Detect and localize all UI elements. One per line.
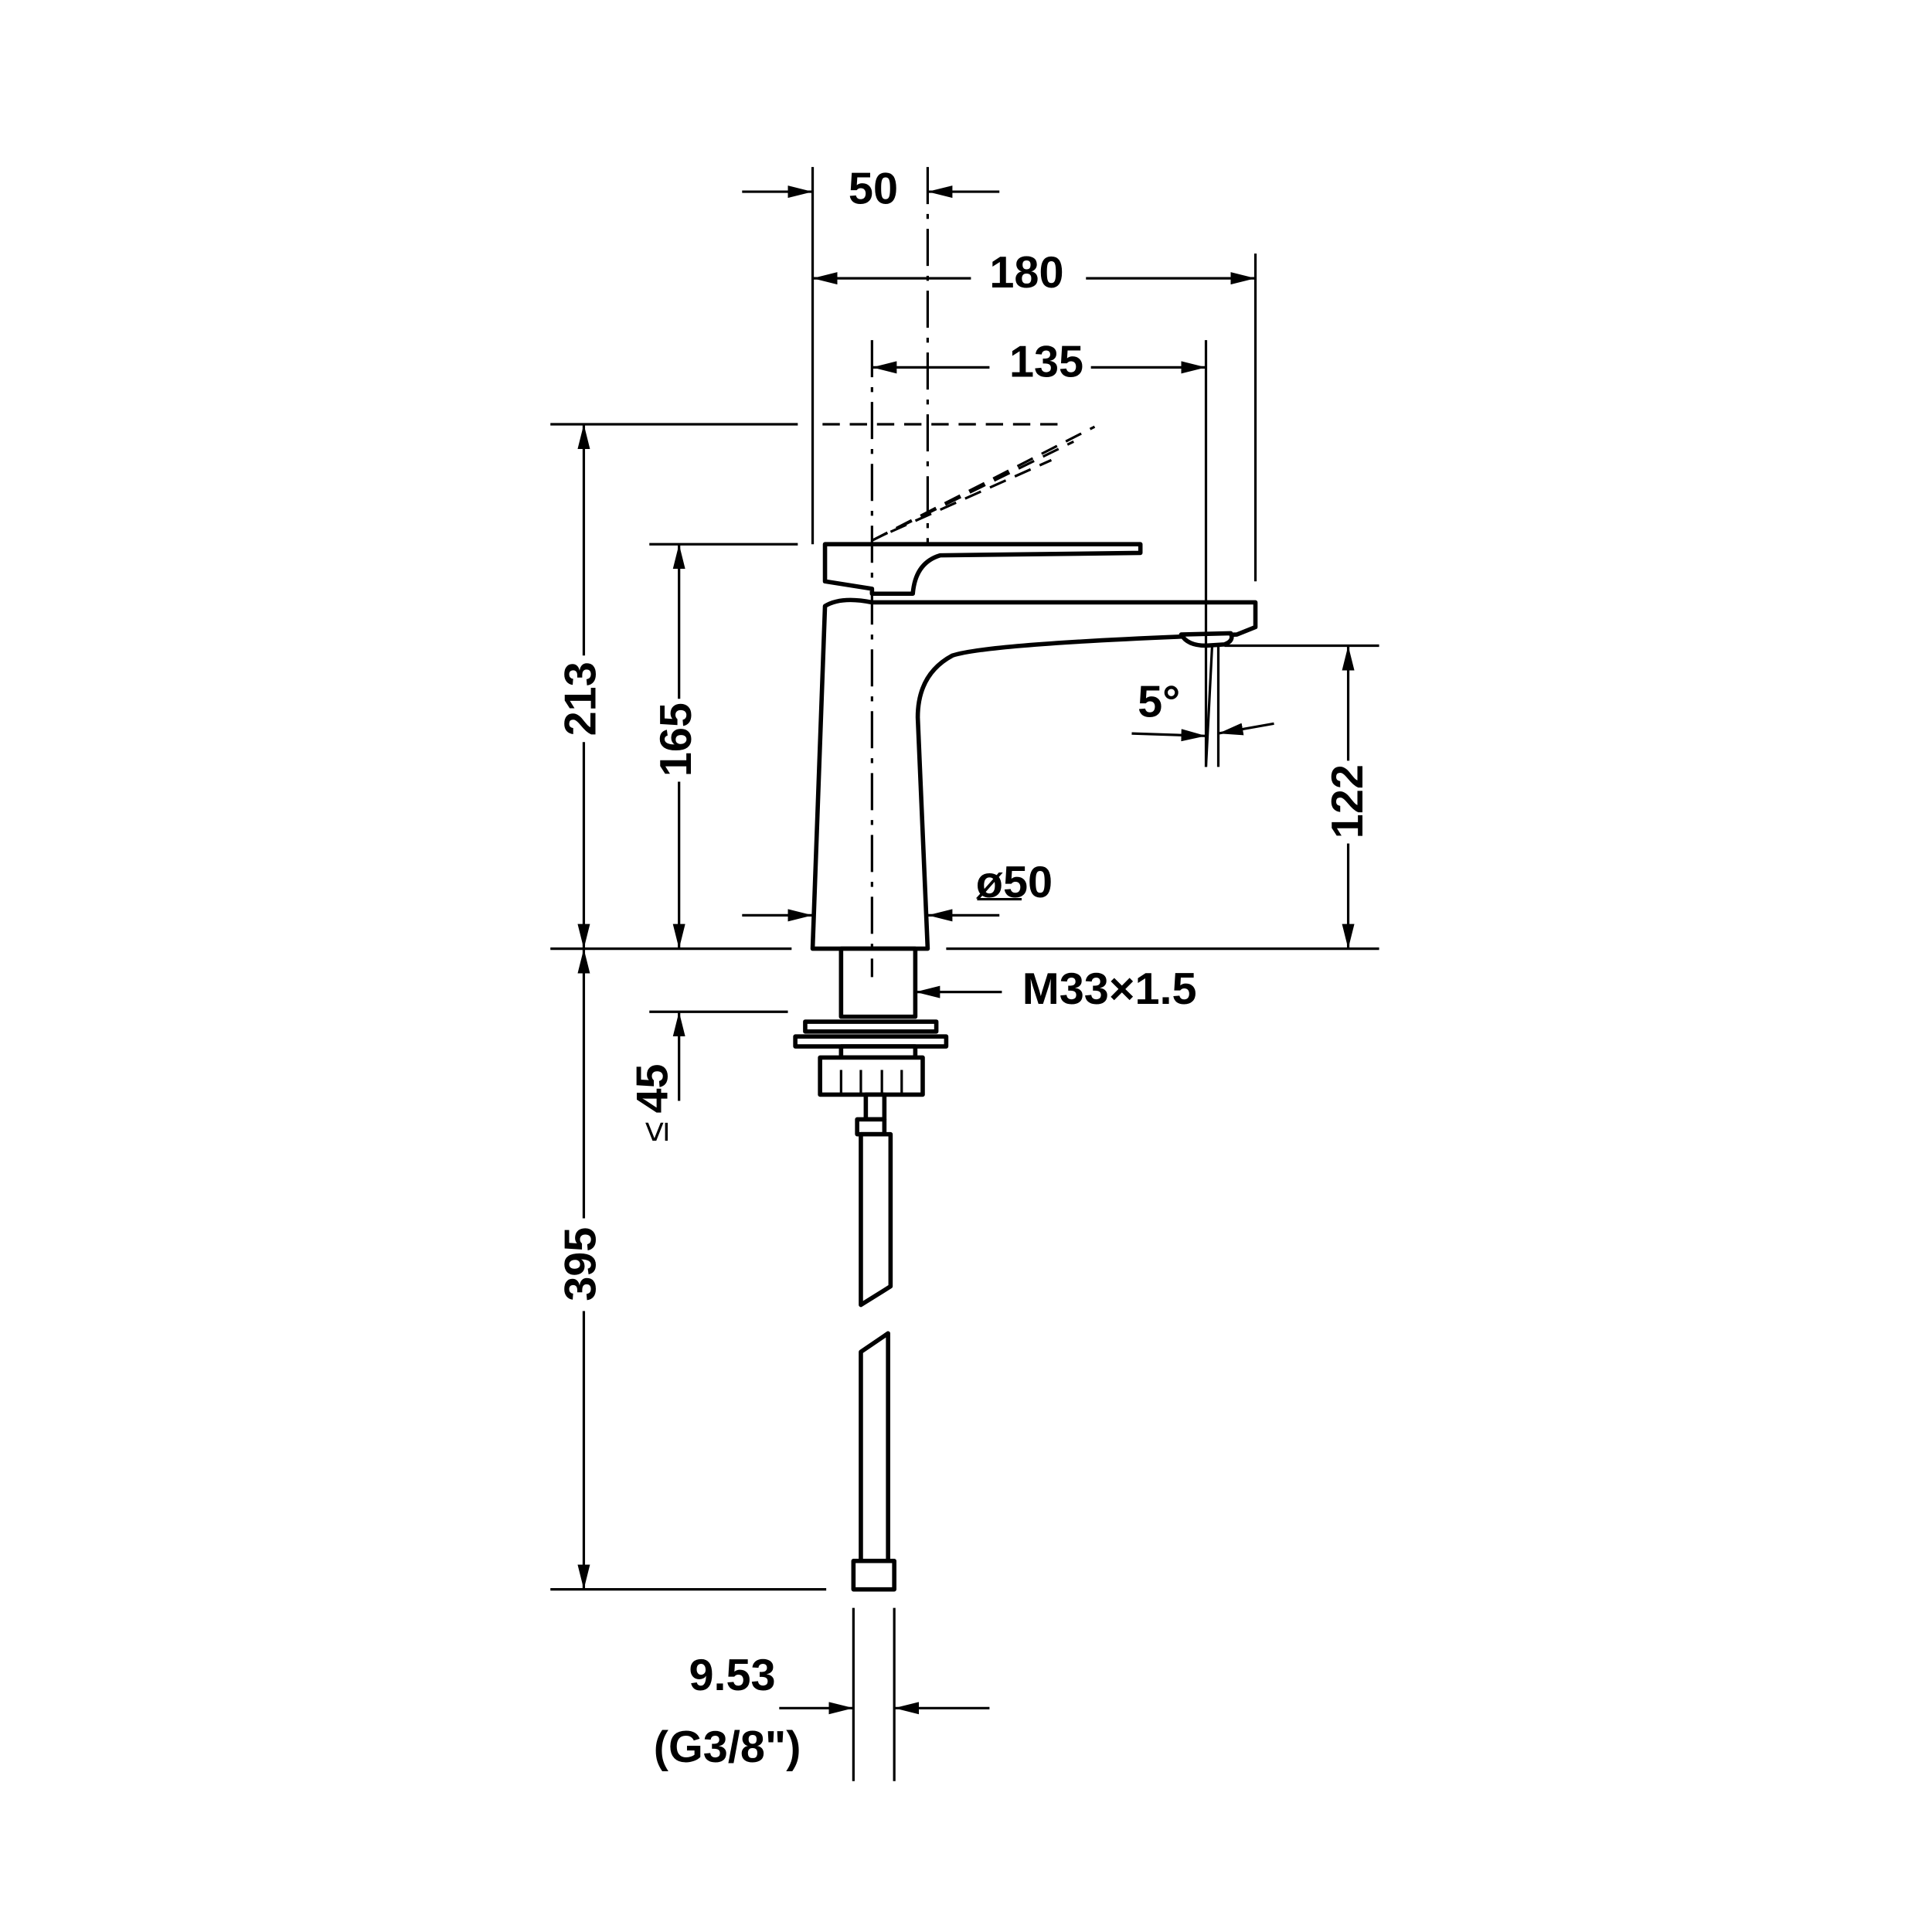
thread-label: M33×1.5 bbox=[1022, 964, 1197, 1014]
dim-50: 50 bbox=[849, 164, 898, 213]
dim-45: 45 bbox=[628, 1063, 677, 1113]
dim-180: 180 bbox=[989, 248, 1063, 298]
dim-122: 122 bbox=[1323, 764, 1372, 838]
dim-165: 165 bbox=[651, 702, 701, 777]
dim-135: 135 bbox=[1009, 337, 1083, 386]
dim-395: 395 bbox=[556, 1227, 606, 1301]
dim-213: 213 bbox=[556, 662, 606, 736]
extension-lines bbox=[550, 167, 1379, 1781]
dim-9-53: 9.53 bbox=[689, 1651, 775, 1700]
dim-diameter-50: ø50 bbox=[976, 858, 1053, 907]
dimension-lines bbox=[577, 185, 1355, 1715]
faucet-outline bbox=[793, 425, 1258, 1592]
hose-thread-label: (G3/8") bbox=[654, 1723, 801, 1772]
max-symbol: ≤ bbox=[635, 1121, 676, 1141]
jet-angle-label: 5° bbox=[1138, 678, 1180, 727]
